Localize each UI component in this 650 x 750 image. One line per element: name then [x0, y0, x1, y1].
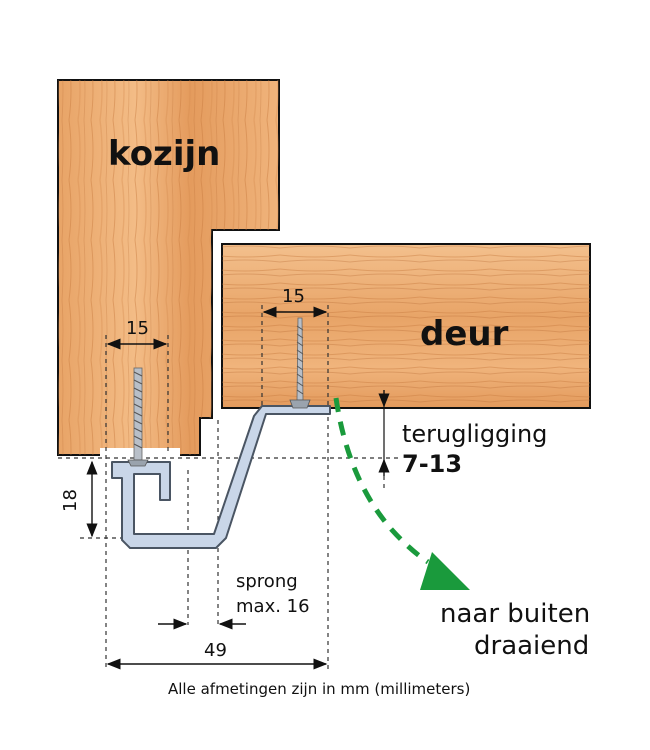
- door-screw-icon: [289, 317, 311, 409]
- reference-lines: [58, 305, 400, 670]
- dimension-door-screw-text: 15: [282, 286, 305, 307]
- dimension-height-text: 18: [60, 489, 81, 512]
- setback-value: 7-13: [402, 450, 462, 478]
- opening-arrow-icon: [333, 397, 470, 590]
- dimension-height: 18: [60, 460, 98, 538]
- dimension-total: 49: [106, 640, 328, 670]
- frame-screw-icon: [127, 367, 149, 467]
- door-wood: [221, 243, 591, 409]
- dimension-frame-screw-text: 15: [126, 318, 149, 339]
- frame-wood: [57, 79, 280, 458]
- dimension-total-text: 49: [204, 640, 227, 661]
- jump-label-line1: sprong: [236, 571, 298, 592]
- opening-label-line1: naar buiten: [440, 599, 590, 629]
- opening-label-line2: draaiend: [474, 631, 589, 661]
- door-label: deur: [420, 314, 509, 354]
- jump-label-line2: max. 16: [236, 596, 310, 617]
- footnote: Alle afmetingen zijn in mm (millimeters): [168, 680, 470, 698]
- frame-label: kozijn: [108, 134, 220, 174]
- dimension-frame-screw: 15: [106, 318, 168, 350]
- setback-label: terugligging: [402, 420, 547, 448]
- dimension-door-screw: 15: [262, 286, 328, 318]
